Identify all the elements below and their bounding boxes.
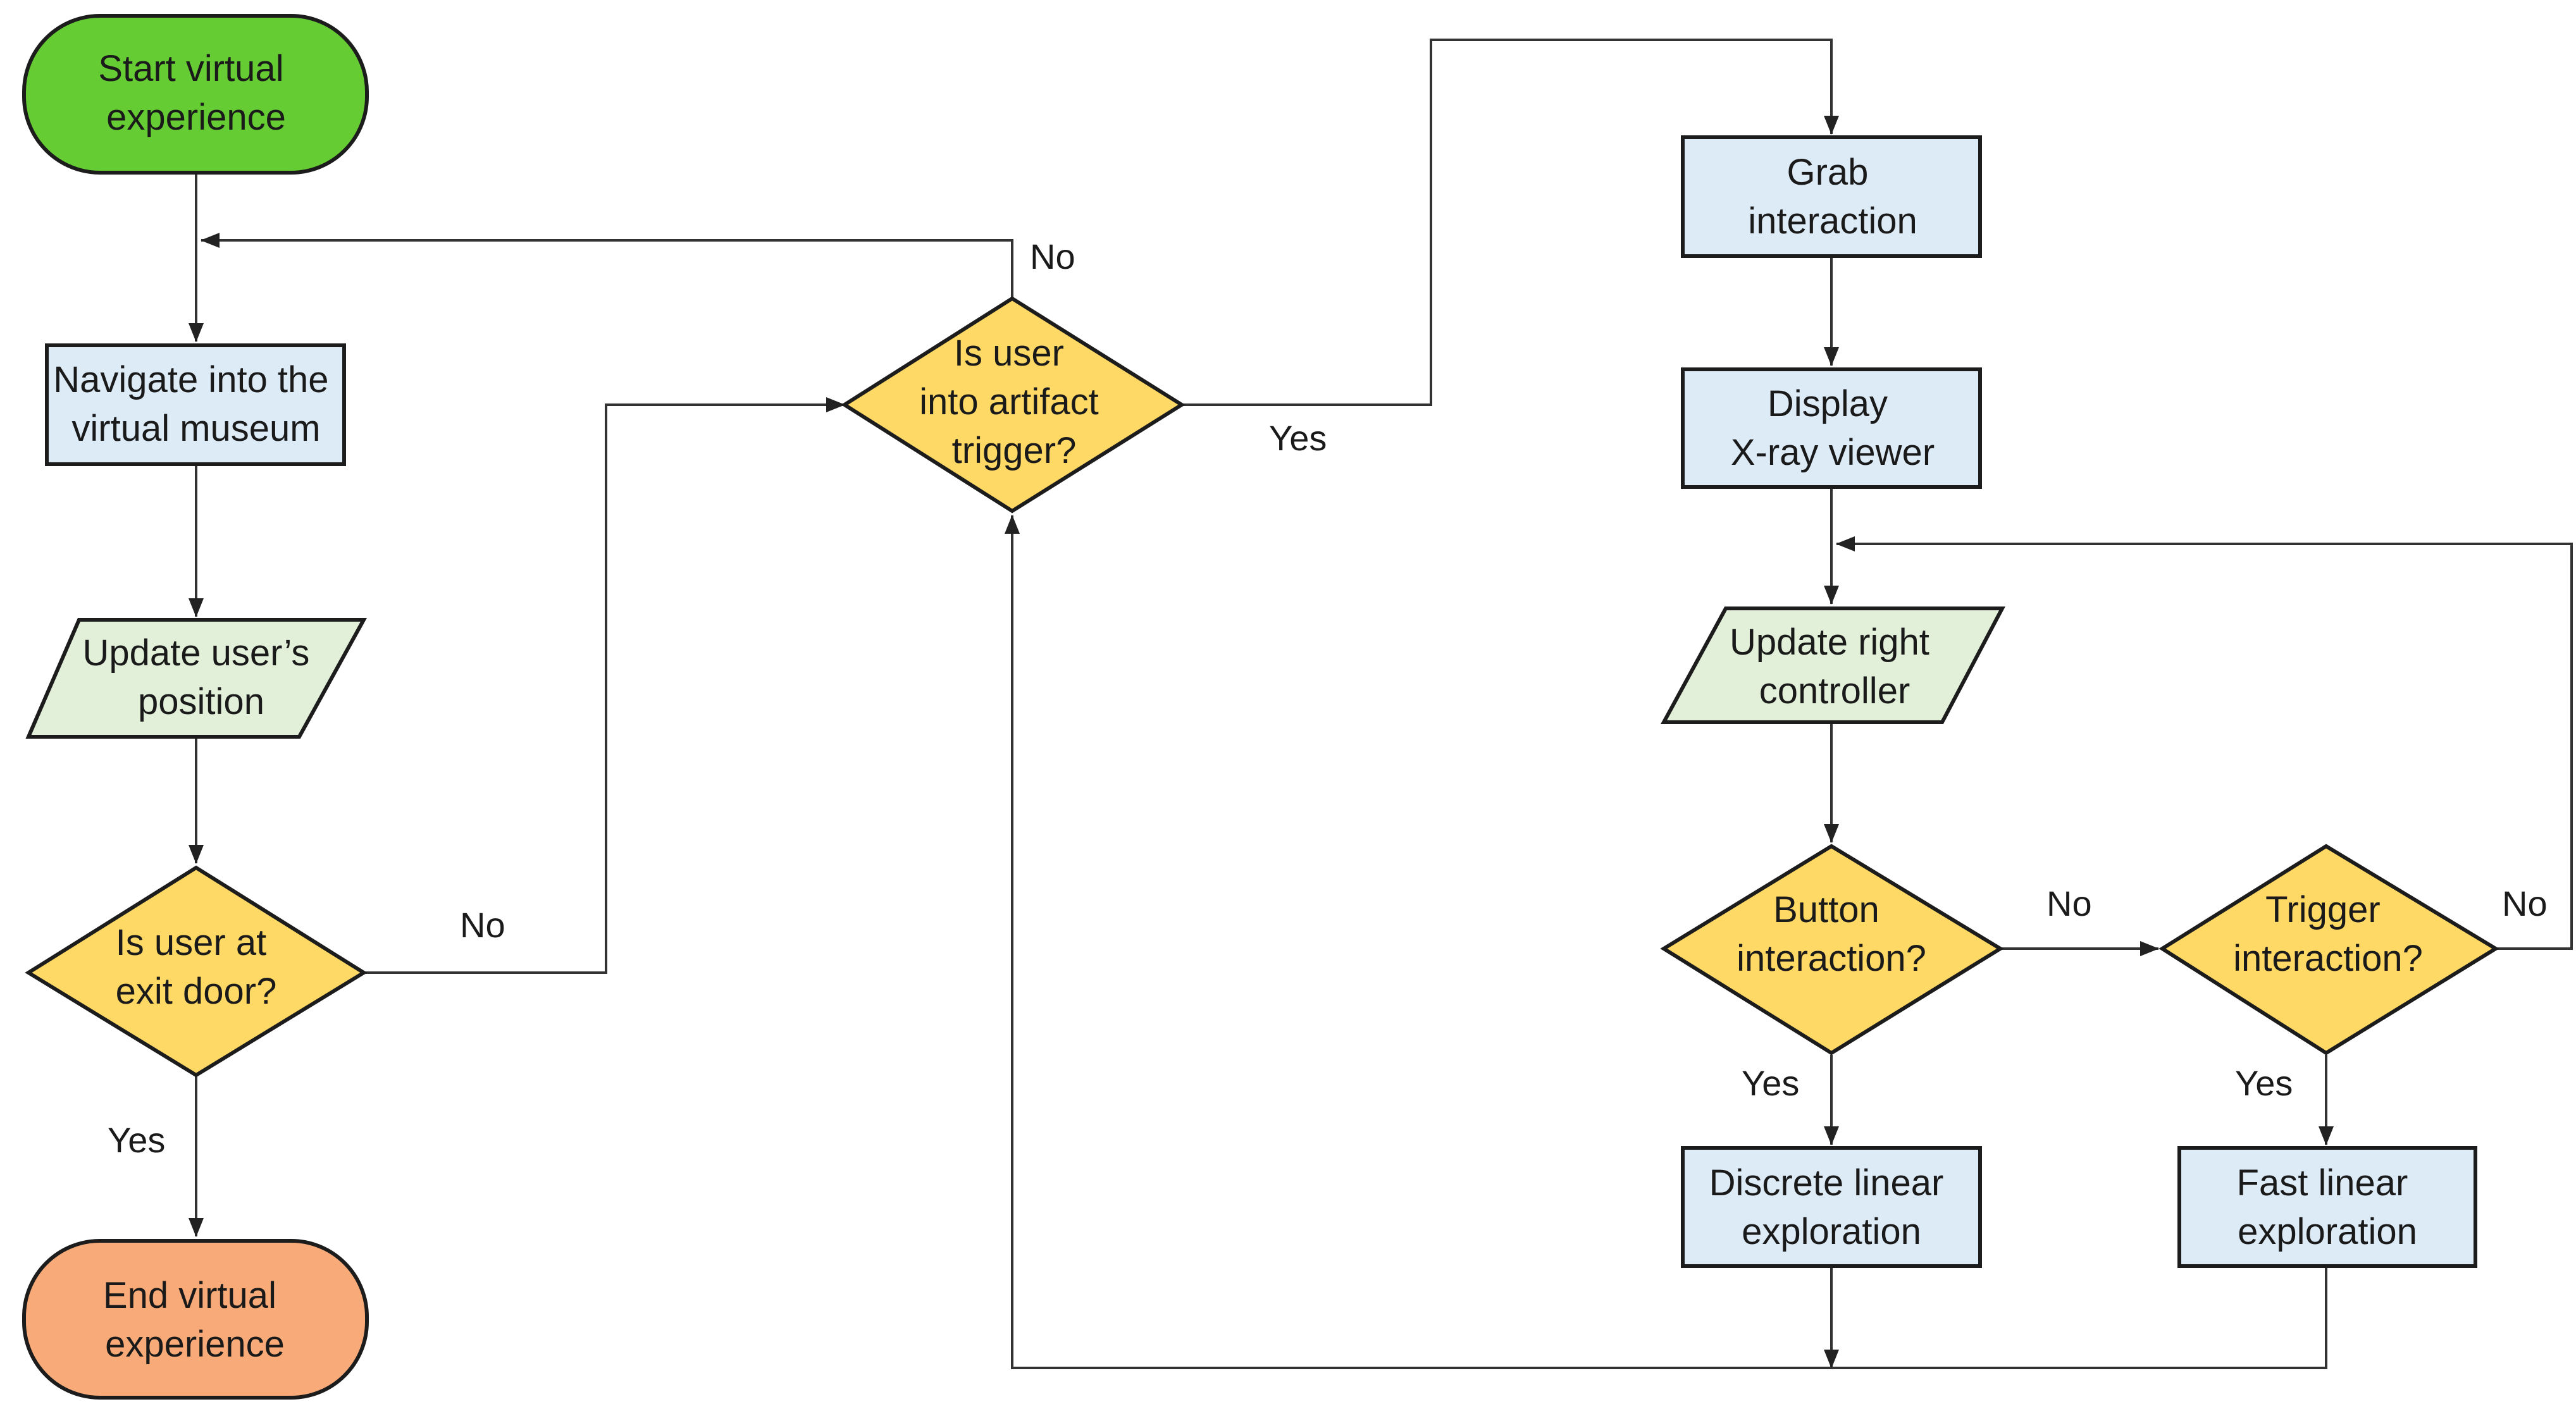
update-controller-label: Update right controller (1730, 622, 1940, 711)
artifact-label: Is user into artifact trigger? (919, 333, 1109, 471)
edge-exit-door-no-to-artifact (364, 397, 845, 974)
navigate-process-shape (45, 343, 346, 466)
label-trigger-no: No (2502, 883, 2548, 923)
label-artifact-yes: Yes (1269, 418, 1327, 458)
label-trigger-yes: Yes (2235, 1063, 2293, 1103)
update-position-label: Update user’s position (82, 632, 319, 722)
node-update-controller[interactable]: Update right controller (1660, 606, 2005, 724)
fast-label: Fast linear exploration (2237, 1162, 2418, 1252)
discrete-label: Discrete linear exploration (1709, 1162, 1954, 1252)
label-artifact-no: No (1030, 237, 1075, 276)
edge-artifact-yes-to-grab (1182, 39, 1839, 406)
node-discrete[interactable]: Discrete linear exploration (1681, 1146, 1982, 1268)
edge-trigger-no-return (1836, 536, 2573, 950)
label-exit-no: No (460, 905, 505, 945)
xray-label: Display X-ray viewer (1731, 383, 1935, 473)
nodes: Start virtual experience Navigate into t… (22, 14, 2499, 1400)
navigate-label: Navigate into the virtual museum (53, 359, 338, 449)
update-controller-io-shape (1660, 606, 2005, 724)
update-position-io-shape (25, 618, 368, 739)
edge-labels: No Yes No Yes No Yes No Yes (108, 237, 2548, 1160)
discrete-process-shape (1681, 1146, 1982, 1268)
label-button-no: No (2047, 883, 2092, 923)
trigger-label: Trigger interaction? (2233, 889, 2423, 979)
edge-artifact-no-return (201, 233, 1013, 297)
label-exit-yes: Yes (108, 1120, 165, 1160)
node-navigate[interactable]: Navigate into the virtual museum (45, 343, 346, 466)
edge-fast-to-bottom-rail (1831, 1266, 2327, 1369)
grab-label: Grab interaction (1748, 152, 1917, 242)
connectors (189, 39, 2573, 1369)
artifact-decision-shape (841, 296, 1186, 514)
node-exit-door[interactable]: Is user at exit door? (25, 865, 368, 1078)
button-decision-shape (1660, 844, 2004, 1056)
label-button-yes: Yes (1742, 1063, 1799, 1103)
xray-process-shape (1681, 367, 1982, 489)
node-end[interactable]: End virtual experience (22, 1239, 369, 1400)
edge-bottom-rail-to-artifact (1005, 515, 1831, 1369)
node-xray[interactable]: Display X-ray viewer (1681, 367, 1982, 489)
end-label: End virtual experience (103, 1275, 287, 1365)
node-fast[interactable]: Fast linear exploration (2177, 1146, 2477, 1268)
start-terminal-shape (22, 14, 369, 175)
end-terminal-shape (22, 1239, 369, 1400)
node-trigger[interactable]: Trigger interaction? (2158, 844, 2499, 1056)
fast-process-shape (2177, 1146, 2477, 1268)
node-grab[interactable]: Grab interaction (1681, 135, 1982, 258)
node-start[interactable]: Start virtual experience (22, 14, 369, 175)
grab-process-shape (1681, 135, 1982, 258)
node-update-position[interactable]: Update user’s position (25, 618, 368, 739)
exit-door-label: Is user at exit door? (116, 922, 277, 1012)
node-artifact-trigger[interactable]: Is user into artifact trigger? (841, 296, 1186, 514)
start-label: Start virtual experience (98, 48, 294, 138)
exit-door-decision-shape (25, 865, 368, 1078)
button-label: Button interaction? (1737, 889, 1926, 979)
node-button[interactable]: Button interaction? (1660, 844, 2004, 1056)
trigger-decision-shape (2158, 844, 2499, 1056)
